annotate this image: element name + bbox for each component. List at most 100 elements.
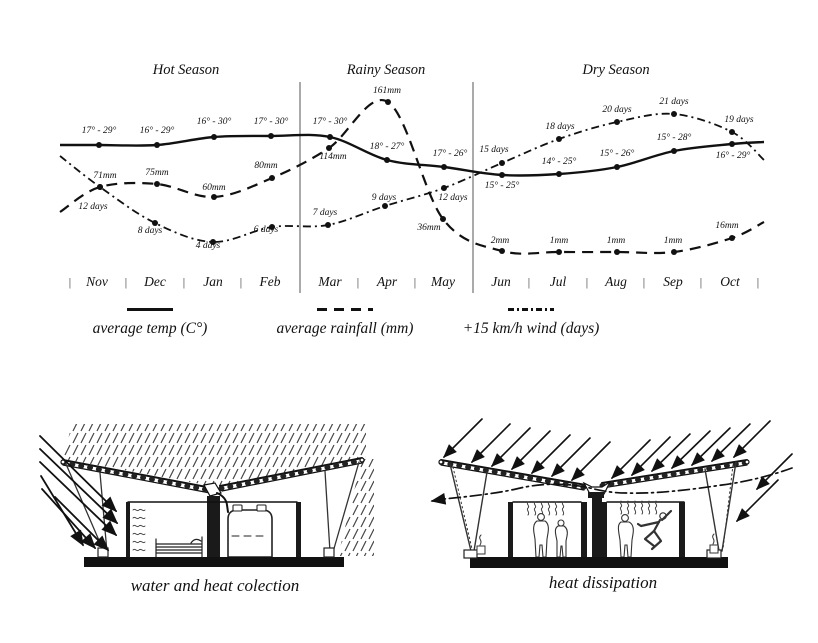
month-separator: | (69, 275, 71, 289)
data-point-rainfall (556, 249, 562, 255)
month-separator: | (643, 275, 645, 289)
point-label-rainfall: 80mm (254, 161, 277, 171)
gutter-box (588, 492, 604, 498)
butterfly-roof (60, 457, 365, 494)
human-figure (617, 521, 634, 558)
legend-item-wind: +15 km/h wind (days) (441, 308, 621, 338)
month-separator: | (528, 275, 530, 289)
point-label-rainfall: 1mm (550, 236, 569, 246)
data-point-wind (556, 136, 562, 142)
point-label-rainfall: 1mm (607, 236, 626, 246)
data-point-rainfall (440, 216, 446, 222)
floor-slab (84, 557, 344, 567)
month-label: Sep (663, 274, 683, 289)
month-separator: | (586, 275, 588, 289)
sun-arrows (443, 418, 793, 522)
room-wall (679, 502, 685, 558)
data-point-rainfall (614, 249, 620, 255)
human-figure (557, 519, 565, 527)
data-point-rainfall (671, 249, 677, 255)
point-label-wind: 21 days (659, 97, 689, 107)
data-point-rainfall (385, 99, 391, 105)
month-label: Jun (491, 274, 511, 289)
downpipe (216, 492, 229, 513)
data-point-wind (614, 119, 620, 125)
season-title: Hot Season (152, 62, 219, 78)
point-label-wind: 6 days (254, 225, 279, 235)
room-wall (602, 502, 607, 558)
month-label: Nov (85, 274, 108, 289)
data-point-temp (211, 134, 217, 140)
point-label-rainfall: 36mm (416, 223, 440, 233)
airflow-path (430, 467, 793, 505)
series-line-wind (59, 112, 765, 243)
data-point-rainfall (326, 145, 332, 151)
series-line-temp (60, 133, 765, 177)
room-wall (581, 502, 587, 558)
point-label-wind: 20 days (602, 105, 632, 115)
data-point-wind (325, 222, 331, 228)
data-point-temp (268, 133, 274, 139)
data-point-wind (729, 129, 735, 135)
rain-hatching-right (338, 459, 374, 556)
data-point-wind (499, 160, 505, 166)
human-figures (533, 513, 634, 558)
footing-pot (323, 547, 335, 558)
butterfly-roof (438, 459, 750, 491)
rain-hatching (63, 424, 366, 486)
water-tank (227, 504, 273, 558)
data-point-rainfall (269, 175, 275, 181)
data-point-wind (441, 185, 447, 191)
month-label: Oct (720, 274, 741, 289)
point-label-wind: 8 days (138, 226, 163, 236)
data-point-wind (671, 111, 677, 117)
month-label: Jan (203, 274, 223, 289)
ceiling-heat-squiggles (526, 500, 658, 516)
heat-squiggles (132, 508, 146, 552)
data-point-rainfall (499, 248, 505, 254)
data-point-temp (441, 164, 447, 170)
point-label-wind: 19 days (724, 115, 754, 125)
point-label-wind: 12 days (78, 202, 108, 212)
point-label-temp: 17° - 29° (82, 125, 117, 136)
point-label-temp: 16° - 29° (716, 150, 751, 161)
point-label-temp: 15° - 26° (600, 148, 635, 159)
season-title: Rainy Season (346, 62, 426, 78)
legend-label-rainfall: average rainfall (mm) (276, 319, 414, 337)
floor-slab (470, 557, 728, 568)
point-label-temp: 18° - 27° (370, 141, 405, 152)
room-wall-right (296, 502, 301, 557)
center-column (592, 498, 602, 558)
data-point-rainfall (154, 181, 160, 187)
legend-item-rainfall: average rainfall (mm) (255, 308, 435, 338)
month-separator: | (240, 275, 242, 289)
point-label-rainfall: 60mm (202, 183, 225, 193)
legend-label-wind: +15 km/h wind (days) (462, 319, 600, 337)
dashed-line-swatch (317, 308, 373, 311)
data-point-wind (382, 203, 388, 209)
point-label-temp: 17° - 30° (254, 116, 289, 127)
month-separator: | (700, 275, 702, 289)
room-wall (508, 502, 513, 558)
bed (155, 536, 203, 558)
point-label-rainfall: 16mm (715, 221, 738, 231)
point-label-temp: 16° - 30° (197, 116, 232, 127)
point-label-rainfall: 114mm (319, 152, 346, 162)
data-point-rainfall (211, 194, 217, 200)
jumping-figure (636, 509, 673, 551)
data-point-wind (269, 224, 275, 230)
room-wall-left (126, 502, 130, 557)
point-label-wind: 9 days (372, 193, 397, 203)
month-label: Jul (550, 274, 567, 289)
data-point-wind (210, 239, 216, 245)
month-label: Aug (604, 274, 627, 289)
sun-arrows (39, 435, 119, 552)
footing-pot (476, 533, 719, 555)
footing (463, 549, 478, 559)
point-label-rainfall: 161mm (373, 86, 401, 96)
legend-item-temp: average temp (C°) (60, 308, 240, 338)
point-label-rainfall: 1mm (664, 236, 683, 246)
season-title: Dry Season (581, 62, 649, 78)
data-point-temp (384, 157, 390, 163)
